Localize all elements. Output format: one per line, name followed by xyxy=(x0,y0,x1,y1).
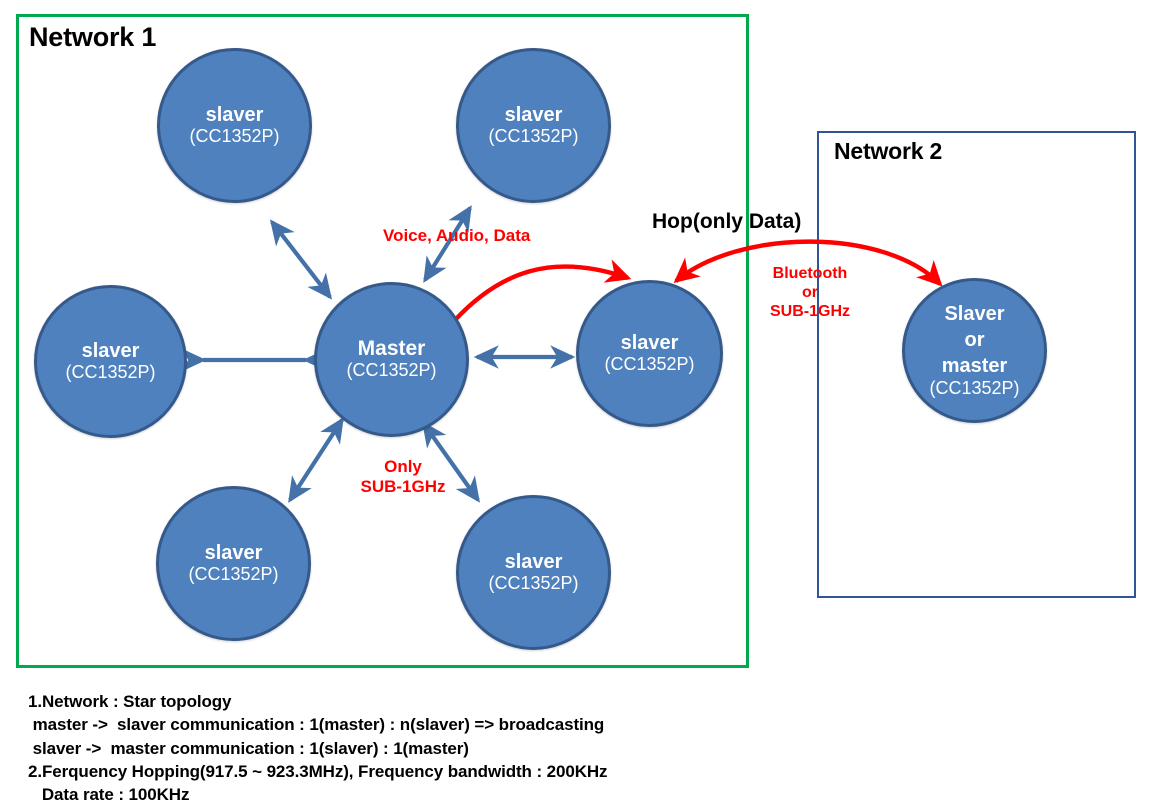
node-master[interactable]: Master (CC1352P) xyxy=(314,282,469,437)
node-part-label: (CC1352P) xyxy=(488,572,579,593)
label-bt-line3: SUB-1GHz xyxy=(769,302,850,320)
node-role-label: slaver xyxy=(504,550,563,573)
label-only-sub1ghz: Only SUB-1GHz xyxy=(358,457,448,497)
label-bt-line2: or xyxy=(802,283,818,301)
node-part-label: (CC1352P) xyxy=(604,353,695,374)
note-line-5: Data rate : 100KHz xyxy=(28,785,190,805)
label-hop-only-data: Hop(only Data) xyxy=(652,210,802,233)
node-slaver-top-right[interactable]: slaver (CC1352P) xyxy=(456,48,611,203)
node-role-label: slaver xyxy=(204,541,263,564)
node-role-line1: Slaver xyxy=(944,303,1005,326)
note-line-4: 2.Ferquency Hopping(917.5 ~ 923.3MHz), F… xyxy=(28,761,608,781)
node-slaver-bottom-right[interactable]: slaver (CC1352P) xyxy=(456,495,611,650)
label-only-line1: Only xyxy=(384,457,422,476)
label-bluetooth-or-sub1ghz: Bluetooth or SUB-1GHz xyxy=(758,265,862,322)
network2-title: Network 2 xyxy=(834,138,943,164)
note-line-2: master -> slaver communication : 1(maste… xyxy=(28,715,605,735)
node-role-line2: or xyxy=(964,328,985,351)
node-role-label: slaver xyxy=(81,339,140,362)
note-line-1: 1.Network : Star topology xyxy=(28,692,232,711)
node-part-label: (CC1352P) xyxy=(189,125,280,146)
network2-group-box xyxy=(817,131,1136,598)
node-role-label: slaver xyxy=(504,103,563,126)
node-slaver-right[interactable]: slaver (CC1352P) xyxy=(576,280,723,427)
network1-group-box xyxy=(16,14,749,668)
label-only-line2: SUB-1GHz xyxy=(360,477,446,497)
node-role-label: slaver xyxy=(205,103,264,126)
label-voice-audio-data: Voice, Audio, Data xyxy=(383,226,531,245)
node-part-label: (CC1352P) xyxy=(346,360,437,381)
node-slaver-bottom-left[interactable]: slaver (CC1352P) xyxy=(156,486,311,641)
label-bt-line1: Bluetooth xyxy=(772,265,848,282)
footer-notes: 1.Network : Star topology master -> slav… xyxy=(28,690,1028,806)
node-role-label: Master xyxy=(357,337,426,361)
node-role-line3: master xyxy=(941,354,1008,377)
node-part-label: (CC1352P) xyxy=(188,563,279,584)
note-line-3: slaver -> master communication : 1(slave… xyxy=(28,738,469,758)
node-slaver-or-master[interactable]: Slaver or master (CC1352P) xyxy=(902,278,1047,423)
node-slaver-top-left[interactable]: slaver (CC1352P) xyxy=(157,48,312,203)
node-part-label: (CC1352P) xyxy=(929,378,1020,399)
node-role-label: slaver xyxy=(620,331,679,354)
node-part-label: (CC1352P) xyxy=(65,361,156,382)
node-part-label: (CC1352P) xyxy=(488,125,579,146)
node-slaver-left[interactable]: slaver (CC1352P) xyxy=(34,285,187,438)
network1-title: Network 1 xyxy=(29,22,157,52)
